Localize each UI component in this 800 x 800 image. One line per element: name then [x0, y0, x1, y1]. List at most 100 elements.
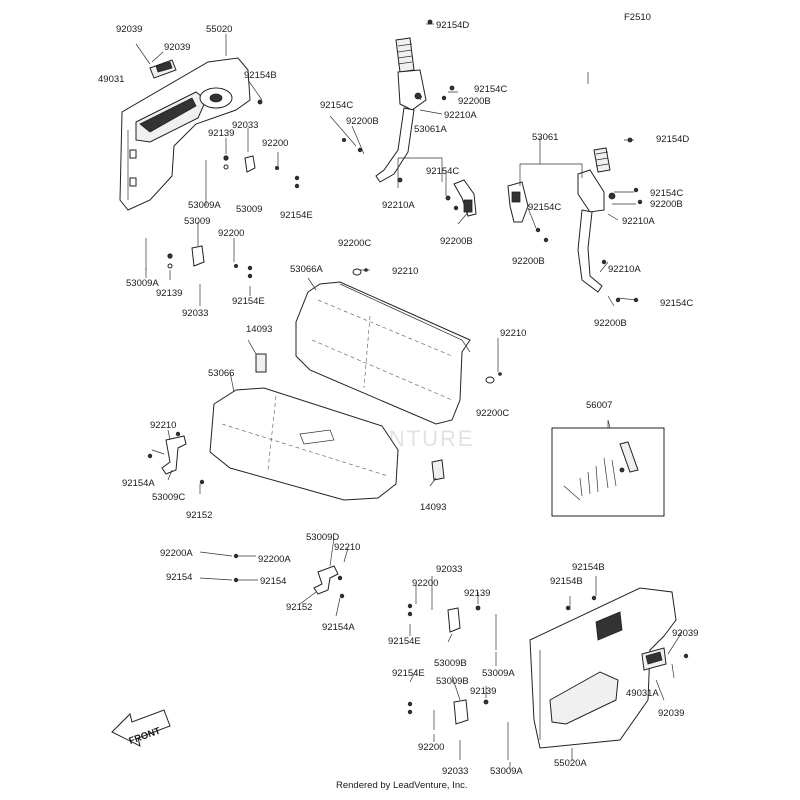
hardware-group-left-lower — [145, 238, 253, 279]
label-92200B[interactable]: 92200B — [346, 116, 379, 127]
label-92200B[interactable]: 92200B — [440, 236, 473, 247]
label-92210[interactable]: 92210 — [150, 420, 176, 431]
label-92154C[interactable]: 92154C — [660, 298, 693, 309]
label-92154B[interactable]: 92154B — [572, 562, 605, 573]
tool-kit-56007[interactable] — [551, 427, 665, 517]
label-53061A[interactable]: 53061A — [414, 124, 447, 135]
label-92039[interactable]: 92039 — [672, 628, 698, 639]
footer-credit: Rendered by LeadVenture, Inc. — [336, 780, 468, 791]
label-53009D[interactable]: 53009D — [306, 532, 339, 543]
clip-14093-lower[interactable] — [431, 459, 445, 481]
label-92154E[interactable]: 92154E — [388, 636, 421, 647]
label-92200A[interactable]: 92200A — [258, 554, 291, 565]
label-92154A[interactable]: 92154A — [122, 478, 155, 489]
label-92210[interactable]: 92210 — [392, 266, 418, 277]
hardware-group-left-upper — [205, 155, 300, 198]
label-92154A[interactable]: 92154A — [322, 622, 355, 633]
label-49031A[interactable]: 49031A — [626, 688, 659, 699]
label-92039[interactable]: 92039 — [116, 24, 142, 35]
bracket-49031A[interactable] — [641, 647, 667, 671]
washer-92200C-a — [352, 268, 362, 276]
front-direction-arrow: FRONT — [111, 709, 171, 747]
label-53009A[interactable]: 53009A — [188, 200, 221, 211]
label-92154C[interactable]: 92154C — [426, 166, 459, 177]
label-92039[interactable]: 92039 — [164, 42, 190, 53]
seat-base-53066[interactable] — [209, 387, 399, 501]
label-92139[interactable]: 92139 — [156, 288, 182, 299]
label-53009[interactable]: 53009 — [184, 216, 210, 227]
label-92200[interactable]: 92200 — [218, 228, 244, 239]
label-92033[interactable]: 92033 — [232, 120, 258, 131]
label-92154[interactable]: 92154 — [166, 572, 192, 583]
label-55020[interactable]: 55020 — [206, 24, 232, 35]
bracket-49031[interactable] — [149, 59, 177, 79]
label-49031[interactable]: 49031 — [98, 74, 124, 85]
panel-55020A[interactable] — [529, 587, 677, 749]
label-92154E[interactable]: 92154E — [392, 668, 425, 679]
label-53009[interactable]: 53009 — [236, 204, 262, 215]
label-92200C[interactable]: 92200C — [476, 408, 509, 419]
label-53066A[interactable]: 53066A — [290, 264, 323, 275]
label-92200B[interactable]: 92200B — [512, 256, 545, 267]
label-92154[interactable]: 92154 — [260, 576, 286, 587]
label-92200[interactable]: 92200 — [412, 578, 438, 589]
label-92210A[interactable]: 92210A — [444, 110, 477, 121]
label-92200[interactable]: 92200 — [418, 742, 444, 753]
label-53009A[interactable]: 53009A — [126, 278, 159, 289]
part-number-labels: F2510 92039 55020 92039 49031 92154B 921… — [98, 12, 698, 791]
label-92154C[interactable]: 92154C — [474, 84, 507, 95]
label-92210[interactable]: 92210 — [500, 328, 526, 339]
washer-92200C-b — [485, 376, 495, 384]
label-92152[interactable]: 92152 — [286, 602, 312, 613]
label-92139[interactable]: 92139 — [470, 686, 496, 697]
seat-back-53066A[interactable] — [295, 281, 471, 425]
label-92152[interactable]: 92152 — [186, 510, 212, 521]
label-92210A[interactable]: 92210A — [382, 200, 415, 211]
label-14093[interactable]: 14093 — [420, 502, 446, 513]
label-92200C[interactable]: 92200C — [338, 238, 371, 249]
label-92210A[interactable]: 92210A — [608, 264, 641, 275]
label-92154D[interactable]: 92154D — [656, 134, 689, 145]
label-92200B[interactable]: 92200B — [650, 199, 683, 210]
label-92039[interactable]: 92039 — [658, 708, 684, 719]
clip-14093-upper[interactable] — [255, 353, 267, 373]
label-92210[interactable]: 92210 — [334, 542, 360, 553]
label-53009B[interactable]: 53009B — [434, 658, 467, 669]
bracket-53009C[interactable] — [161, 435, 187, 475]
label-92154D[interactable]: 92154D — [436, 20, 469, 31]
seat-belt-53061A[interactable] — [375, 37, 477, 217]
label-92154E[interactable]: 92154E — [280, 210, 313, 221]
label-14093[interactable]: 14093 — [246, 324, 272, 335]
label-92033[interactable]: 92033 — [436, 564, 462, 575]
label-92033[interactable]: 92033 — [442, 766, 468, 777]
label-55020A[interactable]: 55020A — [554, 758, 587, 769]
label-53009A[interactable]: 53009A — [482, 668, 515, 679]
label-92139[interactable]: 92139 — [464, 588, 490, 599]
seat-belt-53061[interactable] — [507, 147, 616, 293]
label-92200[interactable]: 92200 — [262, 138, 288, 149]
label-53009B[interactable]: 53009B — [436, 676, 469, 687]
label-92200B[interactable]: 92200B — [458, 96, 491, 107]
label-92154E[interactable]: 92154E — [232, 296, 265, 307]
label-53009A[interactable]: 53009A — [490, 766, 523, 777]
label-92033[interactable]: 92033 — [182, 308, 208, 319]
label-92200B[interactable]: 92200B — [594, 318, 627, 329]
label-92154B[interactable]: 92154B — [244, 70, 277, 81]
label-92154C[interactable]: 92154C — [528, 202, 561, 213]
label-92154C[interactable]: 92154C — [650, 188, 683, 199]
panel-55020[interactable] — [119, 57, 251, 211]
label-53061[interactable]: 53061 — [532, 132, 558, 143]
label-56007[interactable]: 56007 — [586, 400, 612, 411]
label-92200A[interactable]: 92200A — [160, 548, 193, 559]
label-53009C[interactable]: 53009C — [152, 492, 185, 503]
label-92139[interactable]: 92139 — [208, 128, 234, 139]
hardware-group-lower-middle — [407, 588, 509, 760]
bracket-53009D[interactable] — [313, 565, 339, 595]
label-92154B[interactable]: 92154B — [550, 576, 583, 587]
label-92154C[interactable]: 92154C — [320, 100, 353, 111]
label-53066[interactable]: 53066 — [208, 368, 234, 379]
label-92210A[interactable]: 92210A — [622, 216, 655, 227]
fasteners — [147, 19, 689, 659]
